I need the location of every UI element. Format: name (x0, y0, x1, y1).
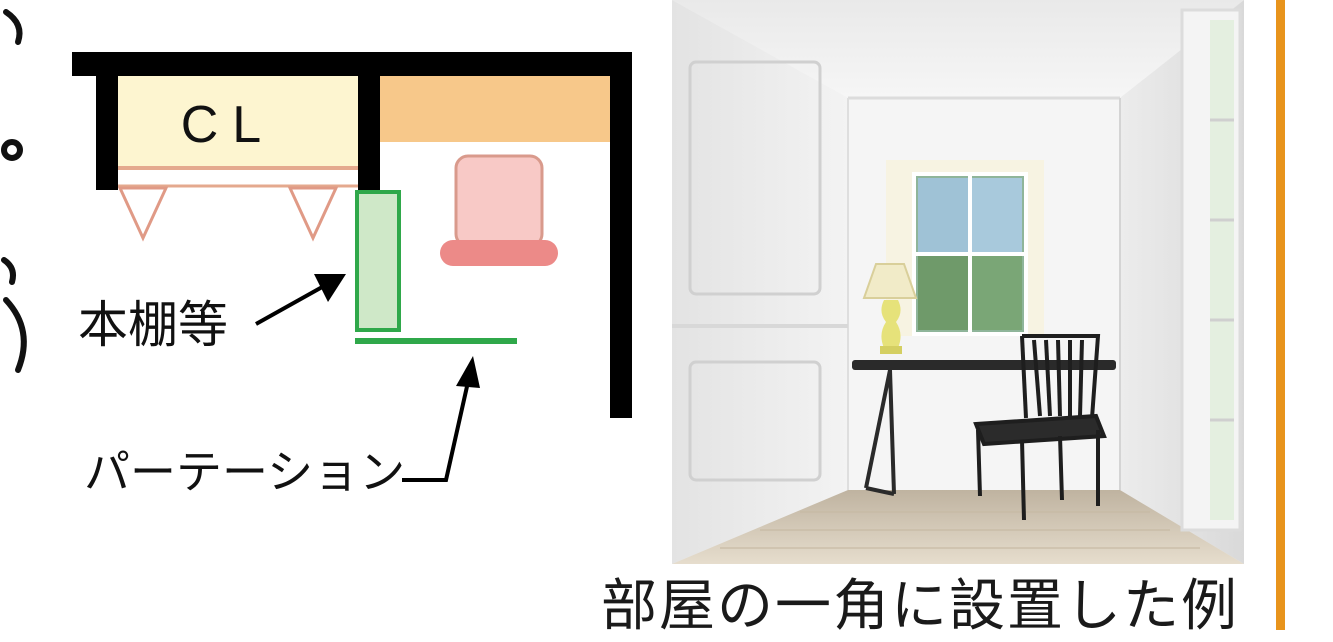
window (912, 172, 1028, 336)
photo-chair (973, 334, 1107, 521)
floor-plan: CL 本棚等 パーテーション (72, 52, 632, 499)
desk (852, 360, 1116, 496)
tall-window (1180, 8, 1242, 532)
accent-rule (1276, 0, 1285, 630)
photo-caption: 部屋の一角に設置した例 (601, 574, 1239, 639)
wall-right (610, 52, 632, 418)
clipped-text-fragment (1, 9, 27, 373)
partition-label: パーテーション (84, 445, 405, 499)
closet-label: CL (181, 96, 275, 154)
bookshelf-arrow (255, 274, 346, 326)
closet-door-swing-right (287, 186, 339, 242)
chair (440, 154, 558, 266)
wall-top (72, 52, 632, 76)
wall-divider (358, 52, 380, 192)
room-photo (672, 0, 1244, 564)
lamp (862, 263, 918, 354)
counter (378, 70, 610, 142)
partition-arrow (402, 356, 480, 482)
closet-door-swing-left (117, 186, 169, 242)
wall-left (96, 52, 118, 190)
bookshelf-label: 本棚等 (78, 296, 228, 354)
closet (116, 70, 360, 168)
bookshelf (355, 190, 401, 332)
